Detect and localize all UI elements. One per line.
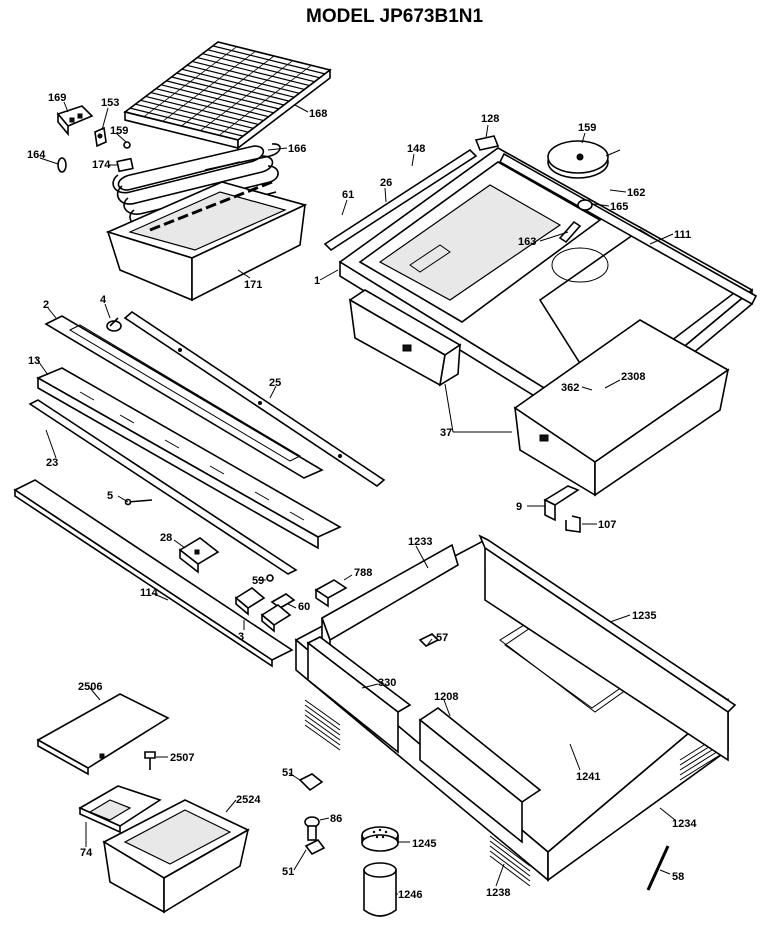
side-rail-111 [498,152,758,306]
label-330: 330 [378,677,396,689]
part-labels: 169 153 168 159 174 164 166 148 128 159 … [27,92,697,901]
fan-159 [547,140,621,179]
board-74 [78,785,162,834]
rail-25 [123,310,386,488]
bracket-51-top [298,773,324,792]
trim-23 [28,399,298,575]
jar-lid-1245 [361,826,399,852]
label-1233: 1233 [408,536,432,548]
label-159-b: 159 [578,122,596,134]
bracket-51-bottom [304,838,326,856]
leader-lines [35,101,676,895]
label-2507: 2507 [170,752,194,764]
bracket-57 [418,633,440,647]
label-9: 9 [516,501,522,513]
label-1238: 1238 [486,887,510,899]
grill-grate [123,41,332,150]
panel-2506 [36,693,170,776]
label-58: 58 [672,871,684,883]
label-168: 168 [309,108,327,120]
screw-5 [124,498,153,506]
label-362: 362 [561,382,579,394]
divider-1208 [418,707,542,844]
switch-3 [234,587,292,633]
bracket-114 [13,479,294,668]
label-164: 164 [27,149,46,161]
label-60: 60 [298,601,310,613]
side-rail-26 [323,148,478,252]
bracket-9 [543,485,580,522]
terminal-block-169 [56,105,94,137]
label-51-a: 51 [282,767,294,779]
switch-28 [178,537,220,574]
label-2506: 2506 [78,681,102,693]
label-59: 59 [252,575,264,587]
clip-164 [57,157,67,173]
label-174: 174 [92,159,111,171]
label-153: 153 [101,97,119,109]
label-28: 28 [160,532,172,544]
label-2524: 2524 [236,794,261,806]
switch-788 [314,579,348,608]
label-159-a: 159 [110,125,128,137]
clip-107 [565,515,581,533]
rod-58 [646,845,670,891]
rear-wall-1235 [484,546,729,762]
label-1234: 1234 [672,818,697,830]
label-4: 4 [100,294,107,306]
pan-37-right [513,319,730,497]
label-26: 26 [380,177,392,189]
label-13: 13 [28,355,40,367]
label-166: 166 [288,143,306,155]
drip-pan [105,180,308,302]
screw-59 [266,574,274,582]
label-2308: 2308 [621,371,645,383]
label-23: 23 [46,457,58,469]
label-86: 86 [330,813,342,825]
label-61: 61 [342,189,354,201]
screw-2507 [144,751,156,770]
model-title: MODEL JP673B1N1 [306,6,483,27]
bracket-163 [558,220,582,244]
panel-13 [36,367,342,550]
valve-86 [304,816,320,841]
hinge-128 [474,135,500,151]
label-25: 25 [269,377,281,389]
label-169: 169 [48,92,66,104]
label-1: 1 [314,275,320,287]
label-57: 57 [436,632,448,644]
label-51-b: 51 [282,866,294,878]
box-2524 [102,799,250,914]
sensor-165 [577,199,593,211]
label-114: 114 [140,587,159,599]
panel-330 [306,636,412,754]
label-162: 162 [627,187,645,199]
screw-159 [123,141,131,149]
label-148: 148 [407,143,425,155]
label-111: 111 [674,229,691,241]
label-163: 163 [518,236,536,248]
label-1235: 1235 [632,610,656,622]
jar-1246 [363,862,397,917]
label-3: 3 [238,631,244,643]
label-5: 5 [107,490,113,502]
label-1246: 1246 [398,889,422,901]
label-1245: 1245 [412,838,436,850]
label-171: 171 [244,279,262,291]
label-1208: 1208 [434,691,458,703]
label-74: 74 [80,847,93,859]
label-107: 107 [598,519,616,531]
knob-4 [106,317,122,332]
label-165: 165 [610,201,628,213]
label-37: 37 [440,427,452,439]
label-1241: 1241 [576,771,600,783]
panel-overlay-2 [44,315,324,479]
bracket-153 [94,126,107,148]
label-788: 788 [354,567,372,579]
pan-37-left [348,289,462,387]
label-2: 2 [43,299,49,311]
label-128: 128 [481,113,499,125]
